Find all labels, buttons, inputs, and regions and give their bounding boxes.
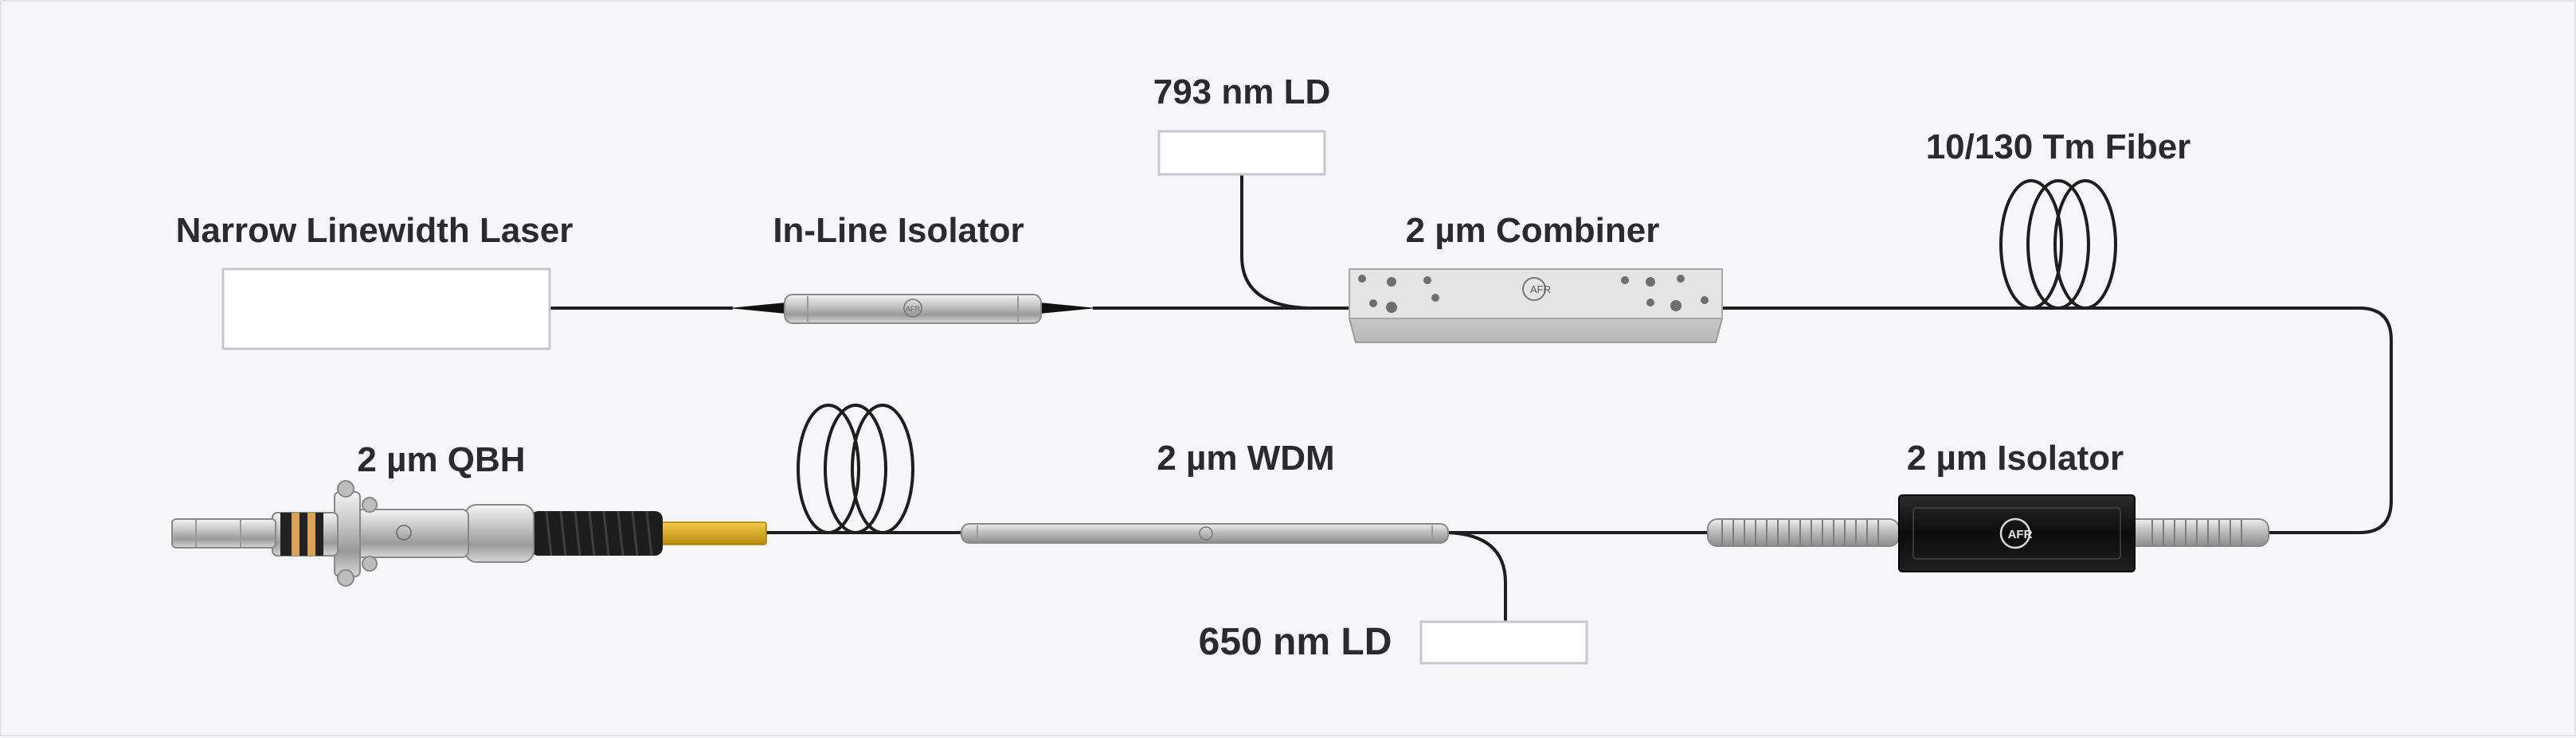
ld-793-box: [1157, 130, 1326, 176]
qbh-connector: [171, 480, 767, 587]
wdm-2um: [961, 523, 1449, 544]
inline-isolator-logo: AFR: [906, 305, 921, 313]
output-fiber-coil: [797, 404, 914, 534]
label-combiner: 2 µm Combiner: [1406, 211, 1660, 250]
label-wdm: 2 µm WDM: [1157, 439, 1334, 478]
tm-fiber-coil: [1999, 179, 2117, 310]
component-labels: 793 nm LD 10/130 Tm Fiber Narrow Linewid…: [176, 72, 2191, 663]
combiner-block: AFR: [1349, 268, 1723, 343]
fiber-793-ld-to-combiner: [1240, 175, 1349, 310]
fiber-combiner-to-isolator: [1722, 307, 2393, 534]
label-in-line-isolator: In-Line Isolator: [773, 211, 1024, 250]
isolator-right-threads: [2151, 520, 2242, 545]
combiner-logo: AFR: [1530, 283, 1551, 295]
isolator-2um-logo: AFR: [2008, 528, 2033, 541]
label-tm-fiber: 10/130 Tm Fiber: [1926, 127, 2191, 166]
label-isolator-2um: 2 µm Isolator: [1907, 439, 2124, 478]
isolator-left-threads: [1721, 520, 1879, 545]
fiber-650-ld-to-wdm: [1447, 531, 1507, 623]
ld-650-box: [1419, 620, 1588, 665]
qbh-spring-coils: [545, 510, 653, 556]
label-narrow-linewidth-laser: Narrow Linewidth Laser: [176, 211, 574, 250]
narrow-linewidth-laser-box: [221, 267, 551, 350]
in-line-isolator: AFR: [729, 294, 1097, 324]
fiber-paths: [550, 175, 2393, 623]
label-793-nm-ld: 793 nm LD: [1153, 72, 1331, 111]
label-qbh: 2 µm QBH: [357, 440, 525, 479]
isolator-2um: AFR: [1707, 494, 2269, 572]
label-650-nm-ld: 650 nm LD: [1199, 621, 1392, 663]
